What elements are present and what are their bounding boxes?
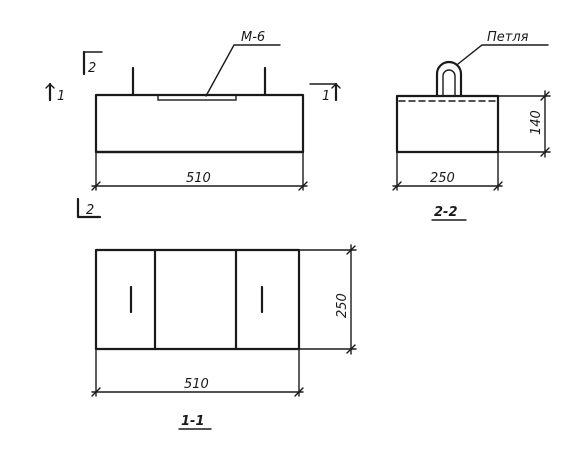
plan-width-tick-right xyxy=(294,387,304,397)
mark-label: М-6 xyxy=(241,30,265,45)
plan-depth-dim: 250 xyxy=(335,293,350,318)
side-section-title: 2-2 xyxy=(434,205,458,220)
front-dim-tick-left xyxy=(91,181,101,191)
side-width-tick-left xyxy=(392,181,402,191)
cut-2-bottom-stroke xyxy=(76,197,102,219)
cut-1-right-label: 1 xyxy=(322,89,330,104)
plan-depth-tick-top xyxy=(346,245,356,255)
front-view: М-6 1 1 2 2 510 xyxy=(45,30,341,219)
embedded-plate xyxy=(157,94,237,101)
loop-label: Петля xyxy=(487,30,529,45)
front-block-outline xyxy=(94,93,305,154)
side-height-tick-bottom xyxy=(540,147,550,157)
plan-width-dim: 510 xyxy=(184,377,209,392)
front-width-dim: 510 xyxy=(186,171,211,186)
cut-1-left-arrow xyxy=(45,83,55,89)
plan-block-outline xyxy=(94,248,301,351)
side-view: Петля 140 250 2-2 xyxy=(392,30,551,221)
side-loop xyxy=(435,60,463,98)
loop-leader-line xyxy=(457,44,549,65)
plan-view: 250 510 1-1 xyxy=(91,244,357,430)
plan-depth-tick-bottom xyxy=(346,344,356,354)
front-dim-tick-right xyxy=(298,181,308,191)
side-height-dim: 140 xyxy=(529,110,544,135)
side-loop-inner xyxy=(442,69,456,97)
plan-width-tick-left xyxy=(91,387,101,397)
mark-leader-line xyxy=(205,44,281,97)
side-height-tick-top xyxy=(540,91,550,101)
cut-1-left-label: 1 xyxy=(57,89,65,104)
cut-2-top-label: 2 xyxy=(88,61,96,76)
plan-section-title: 1-1 xyxy=(181,414,205,429)
cut-2-bottom-label: 2 xyxy=(86,203,94,218)
side-width-tick-right xyxy=(493,181,503,191)
side-block-outline xyxy=(395,94,500,154)
side-width-dim: 250 xyxy=(430,171,455,186)
